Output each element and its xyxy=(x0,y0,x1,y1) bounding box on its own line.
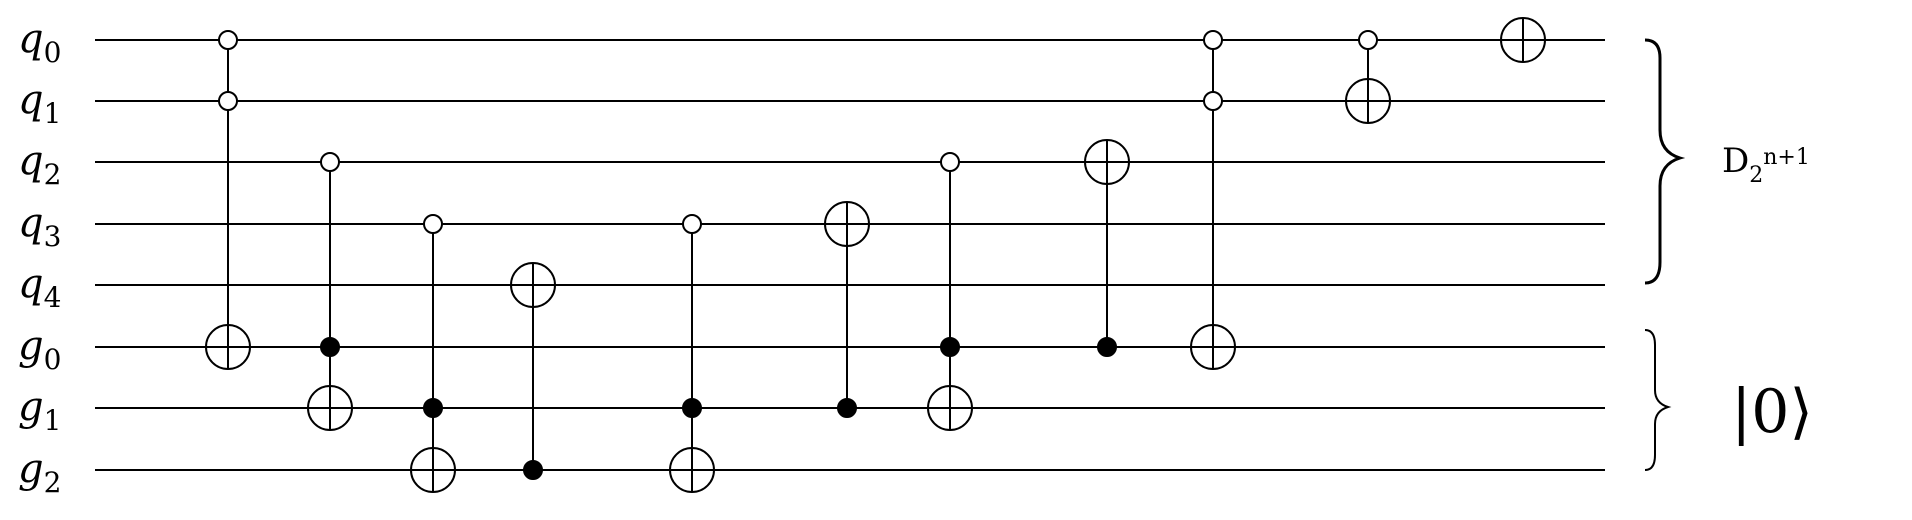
cnot-gate-7 xyxy=(927,152,973,431)
open-control-dot xyxy=(1203,91,1223,111)
qubit-label-sub: 2 xyxy=(44,158,62,191)
qubit-label-base: g xyxy=(18,323,44,369)
qubit-label-sub: 2 xyxy=(44,466,62,499)
qubit-label-sub: 0 xyxy=(44,36,62,69)
qubit-label-q2: q2 xyxy=(18,138,61,191)
qubit-label-q3: q3 xyxy=(18,200,61,253)
closed-control-dot xyxy=(682,398,702,418)
cnot-gate-5 xyxy=(669,214,715,493)
open-control-dot xyxy=(218,91,238,111)
cnot-gate-9 xyxy=(1190,30,1236,370)
open-control-dot xyxy=(682,214,702,234)
qubit-label-base: q xyxy=(18,200,44,246)
qubit-label-base: q xyxy=(18,138,44,184)
closed-control-dot xyxy=(523,460,543,480)
closed-control-dot xyxy=(320,337,340,357)
cnot-gate-3 xyxy=(410,214,456,493)
top-register-label-sup: n+1 xyxy=(1763,145,1810,170)
cnot-gate-8 xyxy=(1084,139,1130,357)
open-control-dot xyxy=(320,152,340,172)
top-register-label: D2n+1 xyxy=(1722,141,1810,188)
qubit-label-sub: 3 xyxy=(44,220,62,253)
cnot-gate-11 xyxy=(1500,17,1546,63)
qubit-label-g2: g2 xyxy=(18,446,61,499)
closed-control-dot xyxy=(1097,337,1117,357)
circuit-gates xyxy=(205,17,1546,493)
qubit-label-base: q xyxy=(18,16,44,62)
top-register-brace xyxy=(1644,38,1686,285)
cnot-gate-1 xyxy=(205,30,251,370)
top-register-label-main: D xyxy=(1722,141,1749,181)
cnot-gate-6 xyxy=(824,201,870,418)
open-control-dot xyxy=(218,30,238,50)
bottom-register-brace xyxy=(1644,329,1672,471)
qubit-label-q1: q1 xyxy=(18,77,61,130)
cnot-gate-2 xyxy=(307,152,353,431)
closed-control-dot xyxy=(423,398,443,418)
qubit-label-q4: q4 xyxy=(18,261,61,314)
qubit-label-base: g xyxy=(18,384,44,430)
top-register-label-sub: 2 xyxy=(1749,163,1763,188)
qubit-label-base: q xyxy=(18,261,44,307)
open-control-dot xyxy=(940,152,960,172)
bottom-register-label: |0⟩ xyxy=(1731,377,1813,447)
qubit-label-q0: q0 xyxy=(18,16,61,69)
closed-control-dot xyxy=(940,337,960,357)
qubit-label-g0: g0 xyxy=(18,323,61,376)
open-control-dot xyxy=(423,214,443,234)
closed-control-dot xyxy=(837,398,857,418)
cnot-gate-4 xyxy=(510,262,556,480)
qubit-label-sub: 1 xyxy=(44,404,62,437)
qubit-label-base: g xyxy=(18,446,44,492)
open-control-dot xyxy=(1203,30,1223,50)
qubit-label-sub: 4 xyxy=(44,281,62,314)
qubit-label-g1: g1 xyxy=(18,384,61,437)
qubit-label-base: q xyxy=(18,77,44,123)
open-control-dot xyxy=(1358,30,1378,50)
qubit-label-sub: 0 xyxy=(44,343,62,376)
cnot-gate-10 xyxy=(1345,30,1391,124)
qubit-label-sub: 1 xyxy=(44,97,62,130)
